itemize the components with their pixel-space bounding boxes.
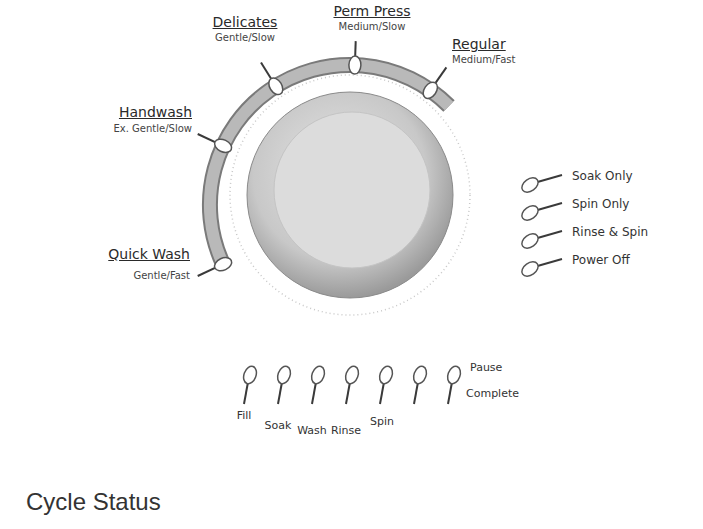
section-title: Cycle Status: [26, 488, 161, 516]
lamp-lever: [244, 382, 248, 404]
status-label: Wash: [297, 425, 327, 438]
lamp-lever: [448, 382, 452, 404]
indicator-lamp: [275, 364, 292, 385]
indicator-lamp: [212, 255, 233, 273]
function-label: Spin Only: [572, 198, 629, 212]
status-label: Soak: [265, 420, 292, 433]
indicator-lamp: [377, 364, 394, 385]
cycle-name: Delicates: [213, 14, 278, 30]
indicator-lamp: [519, 259, 541, 279]
function-label: Rinse & Spin: [572, 226, 648, 240]
status-label: Fill: [237, 410, 252, 423]
indicator-lamp: [519, 231, 541, 251]
indicator-lamp: [212, 137, 233, 155]
cycle-name: Perm Press: [334, 3, 411, 19]
indicator-lamp: [266, 75, 286, 97]
function-label: Soak Only: [572, 170, 633, 184]
status-label: Rinse: [331, 425, 361, 438]
cycle-band: [210, 65, 449, 264]
cycle-name: Handwash: [119, 104, 192, 120]
cycle-band-fill: [210, 65, 449, 264]
indicator-lamp: [241, 364, 258, 385]
indicator-lamp: [519, 203, 541, 223]
indicator-lamp: [309, 364, 326, 385]
indicator-lamp: [519, 175, 541, 195]
indicator-lamps: [198, 41, 562, 404]
cycle-name: Regular: [452, 36, 506, 52]
indicator-lamp: [420, 79, 440, 101]
function-label: Power Off: [572, 254, 630, 268]
cycle-name: Quick Wash: [108, 246, 190, 262]
cycle-speed: Gentle/Slow: [215, 32, 275, 44]
indicator-lamp: [445, 364, 462, 385]
status-label: Complete: [466, 388, 519, 401]
lamp-lever: [312, 382, 316, 404]
cycle-speed: Medium/Fast: [452, 54, 515, 66]
cycle-speed: Gentle/Fast: [133, 270, 190, 282]
indicator-lamp: [349, 56, 362, 74]
lamp-lever: [414, 382, 418, 404]
outer-ring: [230, 75, 470, 315]
dial-knob: [247, 92, 453, 298]
cycle-speed: Medium/Slow: [339, 21, 406, 33]
cycle-speed: Ex. Gentle/Slow: [114, 123, 192, 135]
status-label: Spin: [370, 416, 394, 429]
indicator-lamp: [343, 364, 360, 385]
lamp-lever: [346, 382, 350, 404]
status-label: Pause: [470, 362, 502, 375]
dial-center: [274, 112, 430, 268]
lamp-lever: [380, 382, 384, 404]
indicator-lamp: [411, 364, 428, 385]
lamp-lever: [278, 382, 282, 404]
